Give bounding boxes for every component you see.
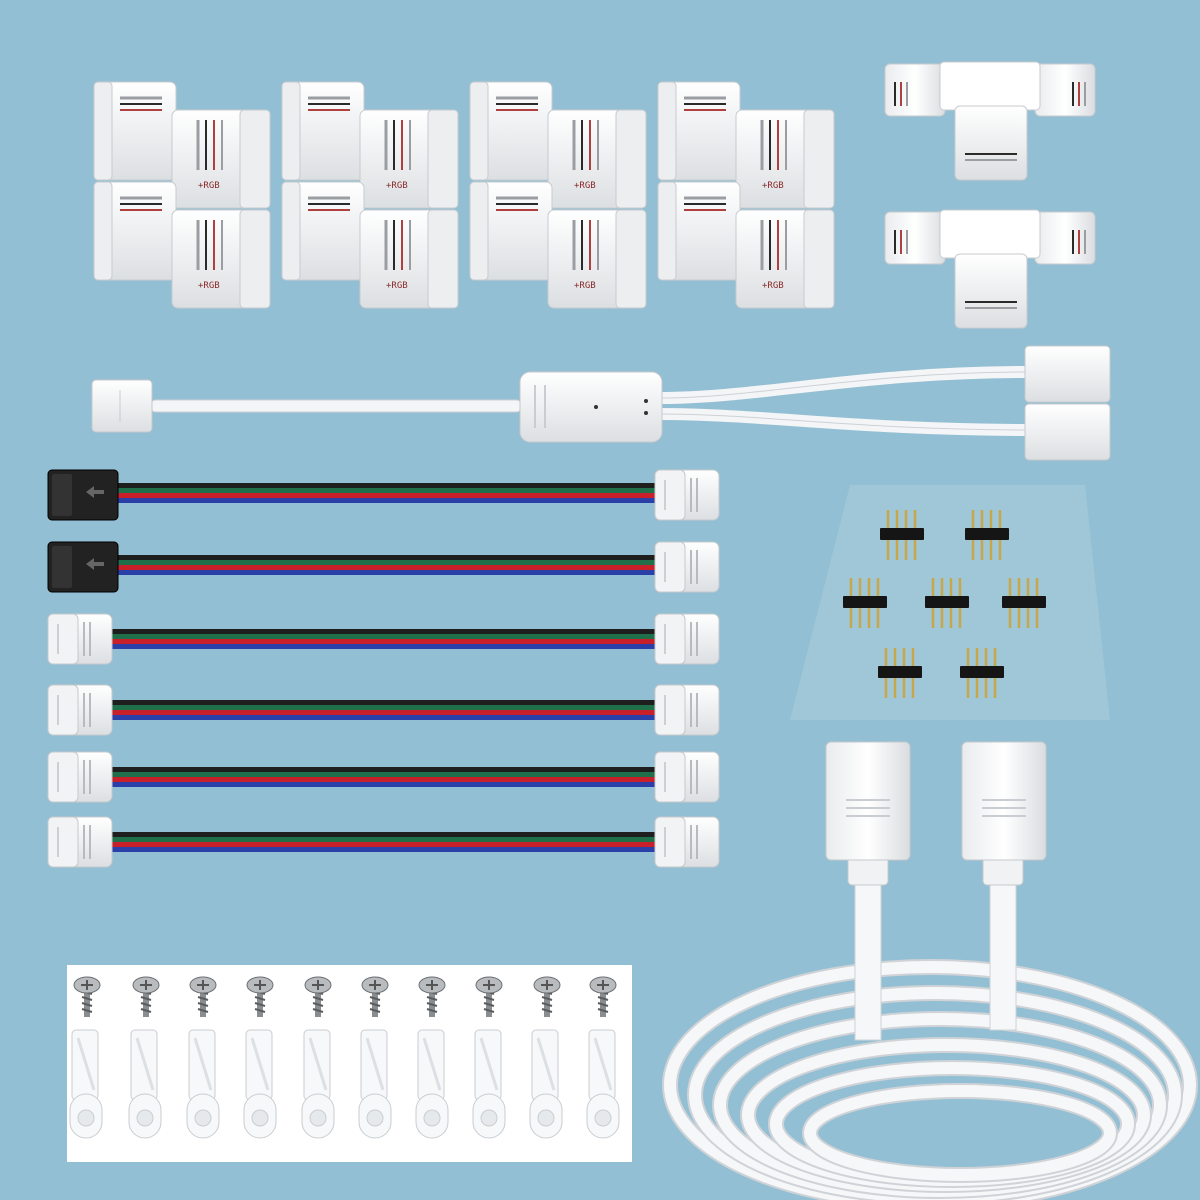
- mounting-clip: [242, 1028, 278, 1140]
- l-connector: +RGB: [280, 180, 460, 310]
- l-connectors-group: +RGB +RGB +RGB +RGB +RGB +RGB +RGB +RGB: [92, 80, 836, 310]
- mounting-clip: [357, 1028, 393, 1140]
- connector-marking: +RGB: [574, 181, 596, 191]
- connector-marking: +RGB: [762, 181, 784, 191]
- connector-marking: +RGB: [386, 181, 408, 191]
- connector-marking: +RGB: [386, 281, 408, 291]
- l-connector: +RGB: [92, 180, 272, 310]
- splitter-hub: [519, 371, 663, 443]
- screws-clips-card: [67, 965, 632, 1162]
- mounting-clip: [528, 1028, 564, 1140]
- l-connector: +RGB: [656, 80, 836, 210]
- extension-plugs: [825, 741, 1047, 886]
- connector-marking: +RGB: [762, 281, 784, 291]
- l-connector: +RGB: [656, 180, 836, 310]
- mounting-clip: [300, 1028, 336, 1140]
- mounting-clip: [127, 1028, 163, 1140]
- splitter-plug-output: [1024, 403, 1111, 461]
- splitter-plug-output: [1024, 345, 1111, 403]
- mounting-clip: [585, 1028, 621, 1140]
- mounting-clip: [68, 1028, 104, 1140]
- l-connector: +RGB: [280, 80, 460, 210]
- mounting-clip: [471, 1028, 507, 1140]
- l-connector: +RGB: [468, 180, 648, 310]
- l-connector: +RGB: [92, 80, 272, 210]
- mounting-clip: [414, 1028, 450, 1140]
- l-connector: +RGB: [468, 80, 648, 210]
- extension-cable: [662, 879, 1198, 1200]
- connector-marking: +RGB: [574, 281, 596, 291]
- connector-marking: +RGB: [198, 281, 220, 291]
- y-splitter-cable: [91, 345, 1111, 461]
- pin-headers-group: [790, 485, 1110, 720]
- mounting-clip: [185, 1028, 221, 1140]
- connector-marking: +RGB: [198, 181, 220, 191]
- splitter-plug-input: [91, 379, 153, 433]
